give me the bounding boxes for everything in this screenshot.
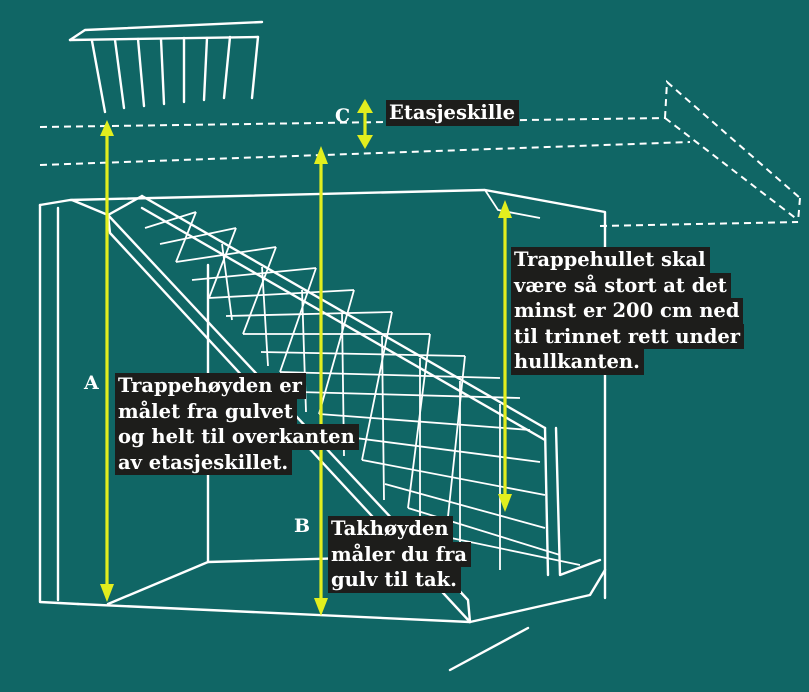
- label-stair-height: Trappehøyden er målet fra gulvet og helt…: [115, 373, 359, 475]
- label-stair-opening: Trappehullet skal være så stort at det m…: [511, 247, 745, 375]
- upper-railing: [68, 20, 264, 114]
- arrow-opening: [498, 200, 512, 512]
- label-floor-divider: Etasjeskille: [386, 100, 520, 126]
- arrow-c: [357, 99, 373, 149]
- letter-c: C: [335, 105, 351, 127]
- label-ceiling-height: Takhøyden måler du fra gulv til tak.: [328, 516, 472, 593]
- letter-a: A: [84, 372, 99, 394]
- arrow-a: [100, 120, 114, 602]
- arrow-b: [314, 146, 328, 616]
- letter-b: B: [294, 515, 311, 537]
- staircase: [70, 194, 607, 624]
- floor-divider-slab: [39, 79, 801, 227]
